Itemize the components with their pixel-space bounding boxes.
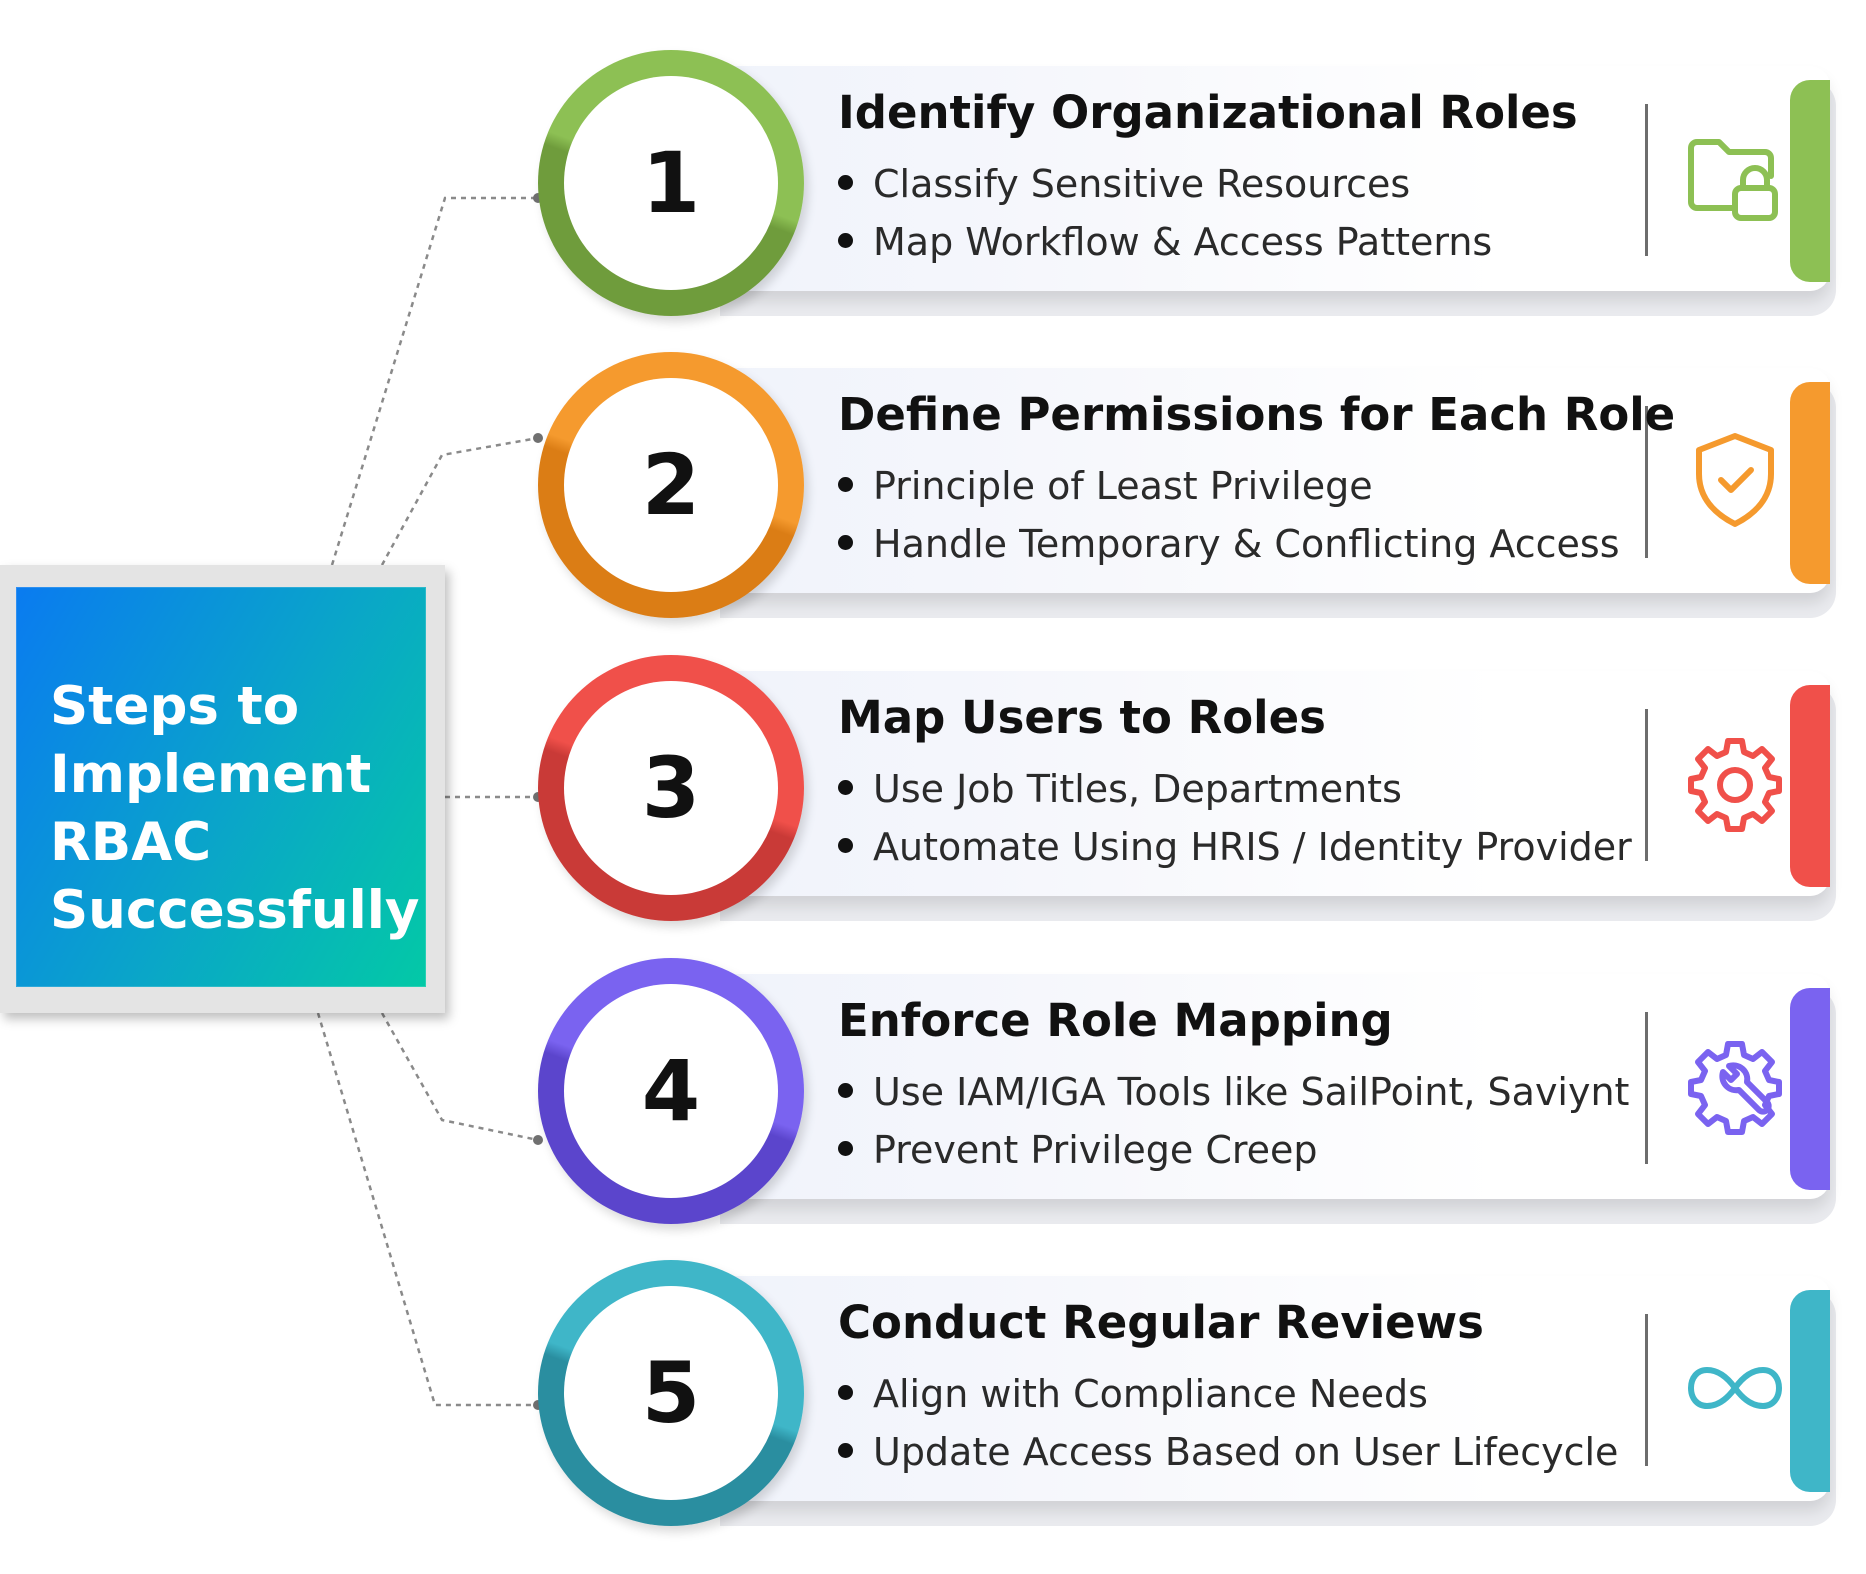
step-heading: Identify Organizational Roles [838,86,1578,139]
shield-check-icon [1696,433,1774,527]
accent-tab [1790,80,1830,282]
step-bullet: Align with Compliance Needs [838,1372,1428,1416]
step-5: 5 Conduct Regular Reviews Align with Com… [0,1260,1866,1540]
title-panel: Steps to Implement RBAC Successfully [16,587,426,987]
connector-step-1 [330,196,538,566]
step-bullet: Update Access Based on User Lifecycle [838,1430,1618,1474]
step-bullet: Automate Using HRIS / Identity Provider [838,825,1632,869]
step-bullet: Classify Sensitive Resources [838,162,1410,206]
step-number-circle: 5 [538,1260,804,1526]
step-4: 4 Enforce Role Mapping Use IAM/IGA Tools… [0,958,1866,1238]
step-number-circle: 2 [538,352,804,618]
card-divider [1645,1012,1648,1164]
step-3: 3 Map Users to Roles Use Job Titles, Dep… [0,655,1866,935]
gear-wrench-icon [1688,1041,1782,1135]
card-divider [1645,709,1648,861]
card-divider [1645,406,1648,558]
connector-dot-2 [533,433,543,443]
step-number: 1 [641,134,701,232]
step-bullet: Use IAM/IGA Tools like SailPoint, Saviyn… [838,1070,1629,1114]
accent-tab [1790,1290,1830,1492]
card-divider [1645,1314,1648,1466]
step-number-circle: 1 [538,50,804,316]
step-2: 2 Define Permissions for Each Role Princ… [0,352,1866,632]
step-bullet: Principle of Least Privilege [838,464,1373,508]
step-bullet: Handle Temporary & Conflicting Access [838,522,1620,566]
folder-lock-icon [1688,139,1778,221]
step-number-circle: 4 [538,958,804,1224]
connector-dot-4 [533,1135,543,1145]
step-heading: Define Permissions for Each Role [838,388,1676,441]
diagram-title: Steps to Implement RBAC Successfully [50,676,420,941]
connector-step-2 [380,436,539,566]
accent-tab [1790,988,1830,1190]
connector-step-4 [380,1012,539,1142]
gear-icon [1688,738,1782,832]
card-divider [1645,104,1648,256]
step-heading: Enforce Role Mapping [838,994,1393,1047]
infinity-icon [1688,1367,1782,1409]
step-bullet: Prevent Privilege Creep [838,1128,1318,1172]
step-bullet: Use Job Titles, Departments [838,767,1402,811]
step-number: 2 [641,436,701,534]
title-box: Steps to Implement RBAC Successfully [0,565,445,1013]
step-number: 3 [641,739,701,837]
step-1: 1 Identify Organizational Roles Classify… [0,50,1866,330]
accent-tab [1790,685,1830,887]
step-number-circle: 3 [538,655,804,921]
step-heading: Map Users to Roles [838,691,1326,744]
accent-tab [1790,382,1830,584]
step-number: 4 [641,1042,701,1140]
step-bullet: Map Workflow & Access Patterns [838,220,1492,264]
step-heading: Conduct Regular Reviews [838,1296,1484,1349]
step-number: 5 [641,1344,701,1442]
